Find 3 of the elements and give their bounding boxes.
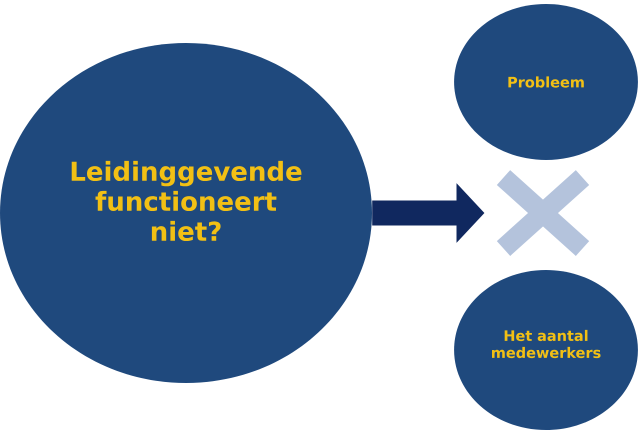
circle-node: Leidinggevende functioneert niet? xyxy=(0,43,372,383)
circle-node: Het aantal medewerkers xyxy=(454,270,638,430)
circle-node: Probleem xyxy=(454,4,638,160)
